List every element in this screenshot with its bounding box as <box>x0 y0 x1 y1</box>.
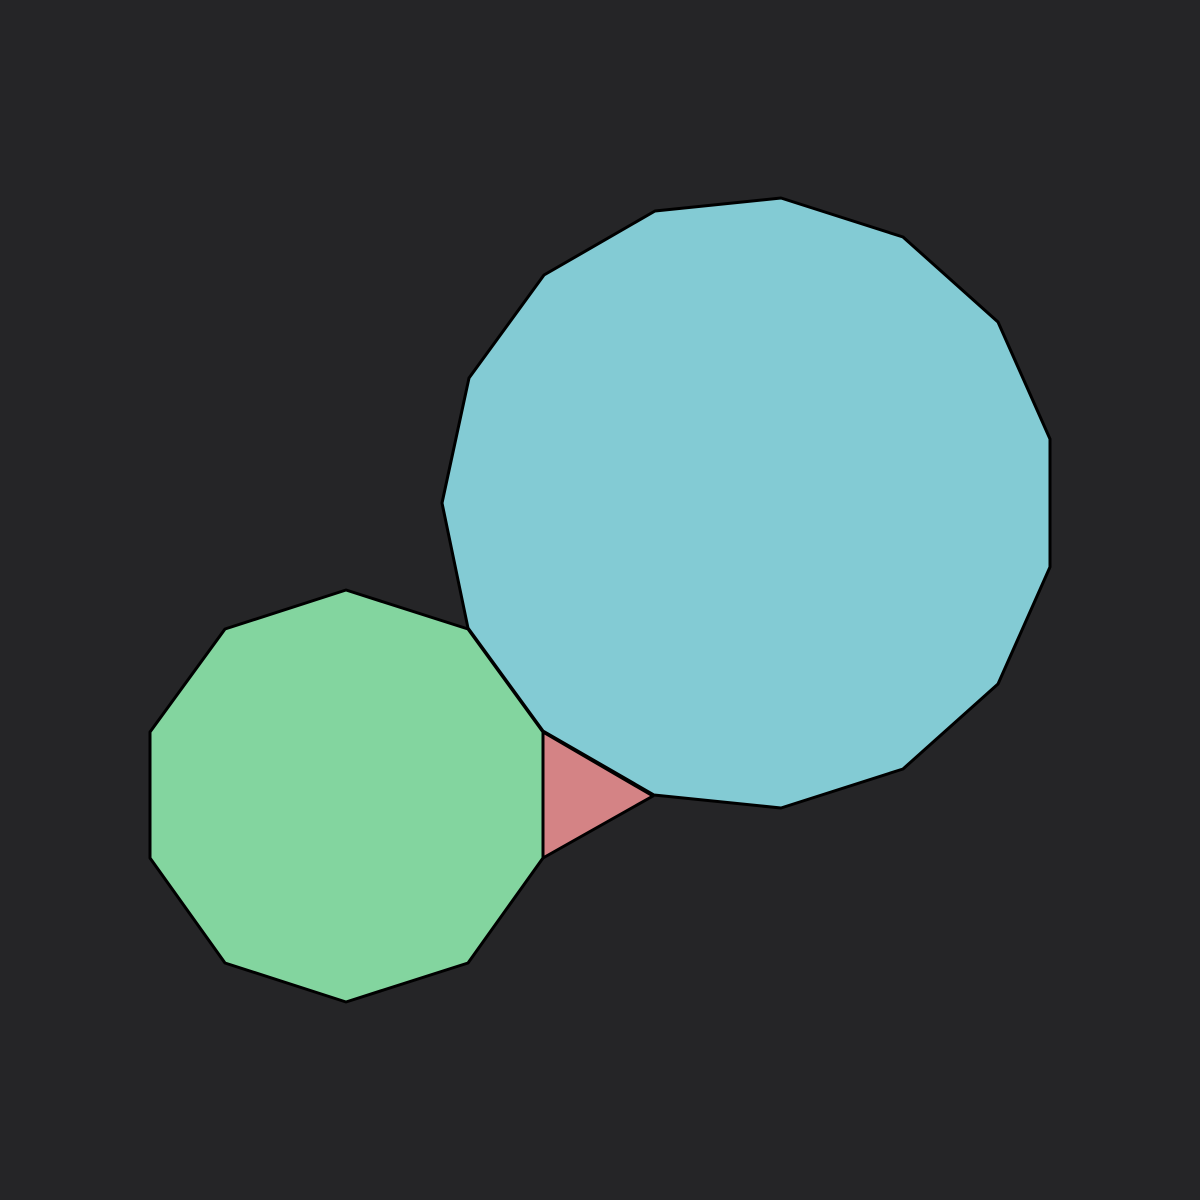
decagon-shape <box>148 588 545 1004</box>
triangle-shape <box>541 730 655 860</box>
pentadecagon-shape <box>440 196 1052 810</box>
